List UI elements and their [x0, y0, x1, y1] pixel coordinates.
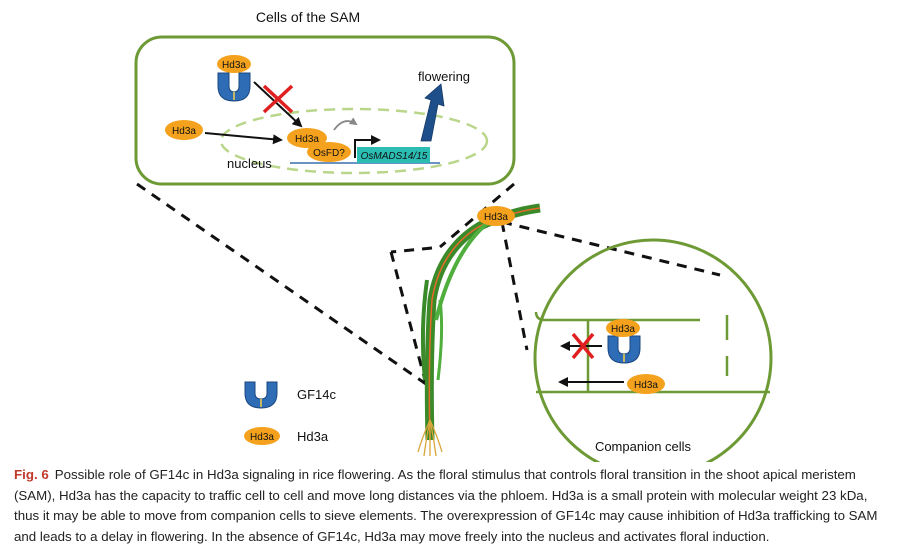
legend-item-hd3a: Hd3a Hd3a [244, 427, 329, 445]
gf14c-icon [244, 381, 278, 409]
osfd-label: OsFD? [313, 148, 345, 159]
nucleus-outline [219, 107, 489, 175]
sam-title: Cells of the SAM [256, 9, 360, 25]
gf14c-hd3a-complex-sam: Hd3a [217, 55, 251, 102]
caption-text: Possible role of GF14c in Hd3a signaling… [14, 467, 878, 544]
flowering-label: flowering [418, 69, 470, 84]
gf14c-hd3a-complex-companion: Hd3a [606, 319, 641, 364]
hd3a-label: Hd3a [484, 212, 508, 223]
hd3a-label: Hd3a [634, 380, 658, 391]
legend-label-hd3a: Hd3a [297, 429, 329, 444]
free-hd3a-companion: Hd3a [627, 374, 665, 394]
hd3a-label: Hd3a [250, 432, 274, 443]
figure-label: Fig. 6 [14, 467, 49, 482]
leaf-hd3a: Hd3a [477, 206, 515, 226]
nuclear-entry-arrow [204, 132, 283, 145]
rice-plant [417, 203, 541, 457]
gene-label: OsMADS14/15 [361, 151, 428, 162]
hd3a-label: Hd3a [172, 126, 196, 137]
blocked-cross-icon [571, 332, 595, 360]
companion-cells-title: Companion cells [595, 439, 692, 454]
nuclear-hd3a: Hd3a [287, 128, 327, 148]
hd3a-label: Hd3a [222, 60, 246, 71]
osfd-icon [307, 142, 351, 162]
hd3a-icon [477, 206, 515, 226]
legend: GF14c Hd3a Hd3a [244, 381, 337, 445]
sam-cell-box [134, 35, 516, 186]
hd3a-icon [287, 128, 327, 148]
gf14c-icon [217, 72, 251, 102]
hd3a-icon [165, 120, 203, 140]
blocked-entry-arrow [253, 81, 303, 128]
hd3a-icon [244, 427, 280, 445]
legend-label-gf14c: GF14c [297, 387, 337, 402]
hd3a-icon [217, 55, 251, 73]
osfd-protein: OsFD? [307, 142, 351, 162]
hd3a-icon [606, 319, 640, 337]
free-hd3a-sam: Hd3a [165, 120, 203, 140]
hd3a-signaling-diagram: Cells of the SAM Hd3a Hd3a Hd3a OsFD? Os… [134, 9, 773, 462]
hd3a-label: Hd3a [611, 324, 635, 335]
promoter-arrow [354, 135, 381, 158]
flowering-up-arrow [420, 83, 445, 142]
blocked-cross-icon [262, 84, 294, 114]
nucleus-label: nucleus [227, 156, 272, 171]
gene-box [357, 147, 430, 163]
companion-cells-circle [533, 238, 773, 462]
legend-item-gf14c: GF14c [244, 381, 337, 409]
hd3a-label: Hd3a [295, 134, 319, 145]
hd3a-icon [627, 374, 665, 394]
activation-curve-arrow [333, 117, 358, 131]
